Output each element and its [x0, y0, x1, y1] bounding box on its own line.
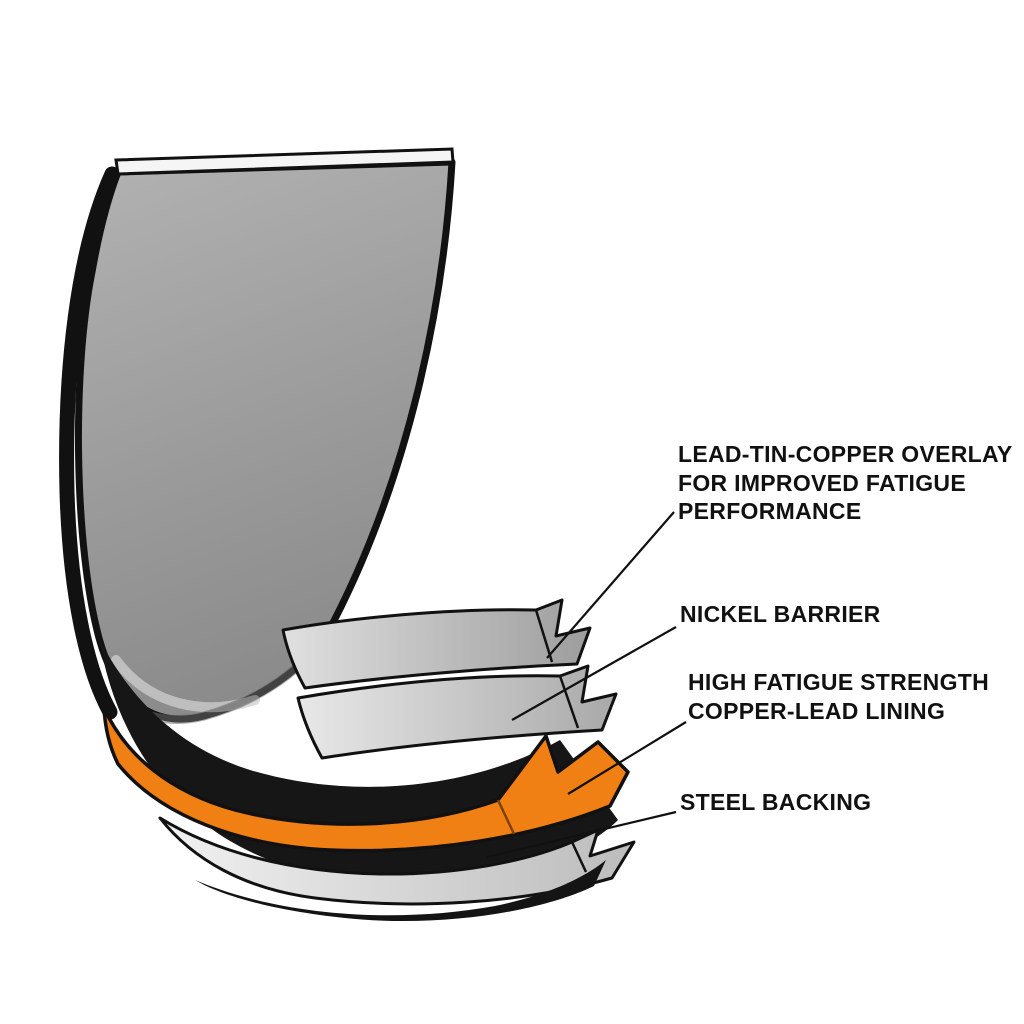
label-lead-tin-copper-overlay: LEAD-TIN-COPPER OVERLAY FOR IMPROVED FAT…: [678, 441, 1013, 525]
bottom-dark-rim: [195, 860, 606, 922]
shell-top-edge: [114, 147, 455, 176]
steel-backing-layer: [158, 816, 636, 922]
copper-facet-line: [496, 799, 516, 835]
leader-line-overlay: [546, 511, 675, 659]
shell-outer-rim: [59, 166, 120, 720]
copper-lead-lining-layer: [102, 706, 630, 853]
nickel-facet-line: [558, 675, 580, 729]
label-steel-backing: STEEL BACKING: [680, 789, 872, 815]
overlay-layer: [281, 598, 592, 690]
leader-lines: [486, 511, 687, 859]
label-copper-lead-lining: HIGH FATIGUE STRENGTH COPPER-LEAD LINING: [688, 669, 990, 724]
leader-line-steel: [486, 810, 677, 859]
label-nickel-barrier: NICKEL BARRIER: [680, 601, 881, 627]
steel-facet-line: [570, 841, 588, 873]
leader-line-copper-lead: [567, 721, 687, 795]
nickel-barrier-layer: [296, 664, 618, 760]
leader-line-nickel: [511, 626, 677, 721]
overlay-facet-line: [534, 609, 554, 663]
